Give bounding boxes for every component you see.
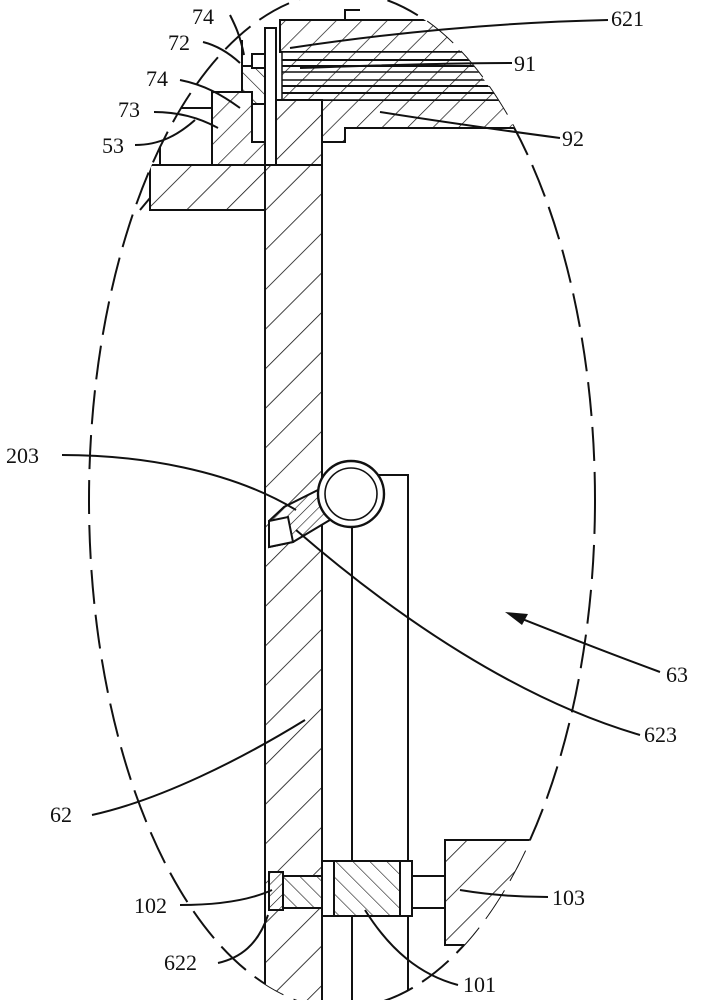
leader-91 [299, 62, 513, 69]
part-203-knob-inner [324, 467, 378, 521]
part-labels: 74 72 74 73 53 621 91 92 203 63 623 62 1… [6, 4, 688, 997]
leader-53 [134, 119, 196, 146]
part-62-plate [264, 164, 323, 1000]
leader-623 [295, 529, 641, 736]
part-74-insert-upper [251, 53, 267, 69]
leader-622 [217, 914, 269, 964]
top-thin-plate [264, 27, 277, 166]
label-72: 72 [168, 30, 190, 55]
part-101-shaft [411, 875, 446, 909]
leader-101 [364, 909, 459, 986]
part-103-block [444, 839, 556, 946]
leader-103 [459, 889, 549, 898]
part-623-tip [268, 515, 295, 549]
leader-73 [153, 111, 219, 129]
plate-upper-column [275, 99, 323, 166]
label-623: 623 [644, 722, 677, 747]
part-63-outer [352, 474, 409, 1000]
label-101: 101 [463, 972, 496, 997]
label-91: 91 [514, 51, 536, 76]
flange-step [139, 197, 151, 211]
leader-92 [379, 111, 561, 139]
leader-lines [61, 14, 661, 986]
label-103: 103 [552, 885, 585, 910]
leader-74a [229, 14, 245, 56]
part-92-block [320, 99, 541, 143]
leader-62 [91, 719, 306, 816]
part-53-flange [149, 164, 266, 211]
label-62: 62 [50, 802, 72, 827]
label-53: 53 [102, 133, 124, 158]
label-92: 92 [562, 126, 584, 151]
part-101-cap-right [399, 860, 413, 917]
leader-72 [202, 41, 241, 64]
label-203: 203 [6, 443, 39, 468]
leader-63 [511, 614, 661, 673]
leader-74b [179, 79, 241, 109]
leader-621 [289, 19, 609, 49]
label-74-top: 74 [192, 4, 214, 29]
label-622: 622 [164, 950, 197, 975]
label-73: 73 [118, 97, 140, 122]
label-74-mid: 74 [146, 66, 168, 91]
part-101-cap-left [321, 860, 335, 917]
label-621: 621 [611, 6, 644, 31]
detail-boundary [88, 0, 596, 1000]
part-102-sleeve [282, 875, 323, 909]
leader-102 [179, 889, 273, 906]
label-102: 102 [134, 893, 167, 918]
arrow-63-head [505, 612, 528, 625]
leader-203 [61, 454, 297, 511]
part-74-insert-lower [251, 103, 266, 143]
label-63: 63 [666, 662, 688, 687]
drawing-body [100, 9, 556, 1000]
